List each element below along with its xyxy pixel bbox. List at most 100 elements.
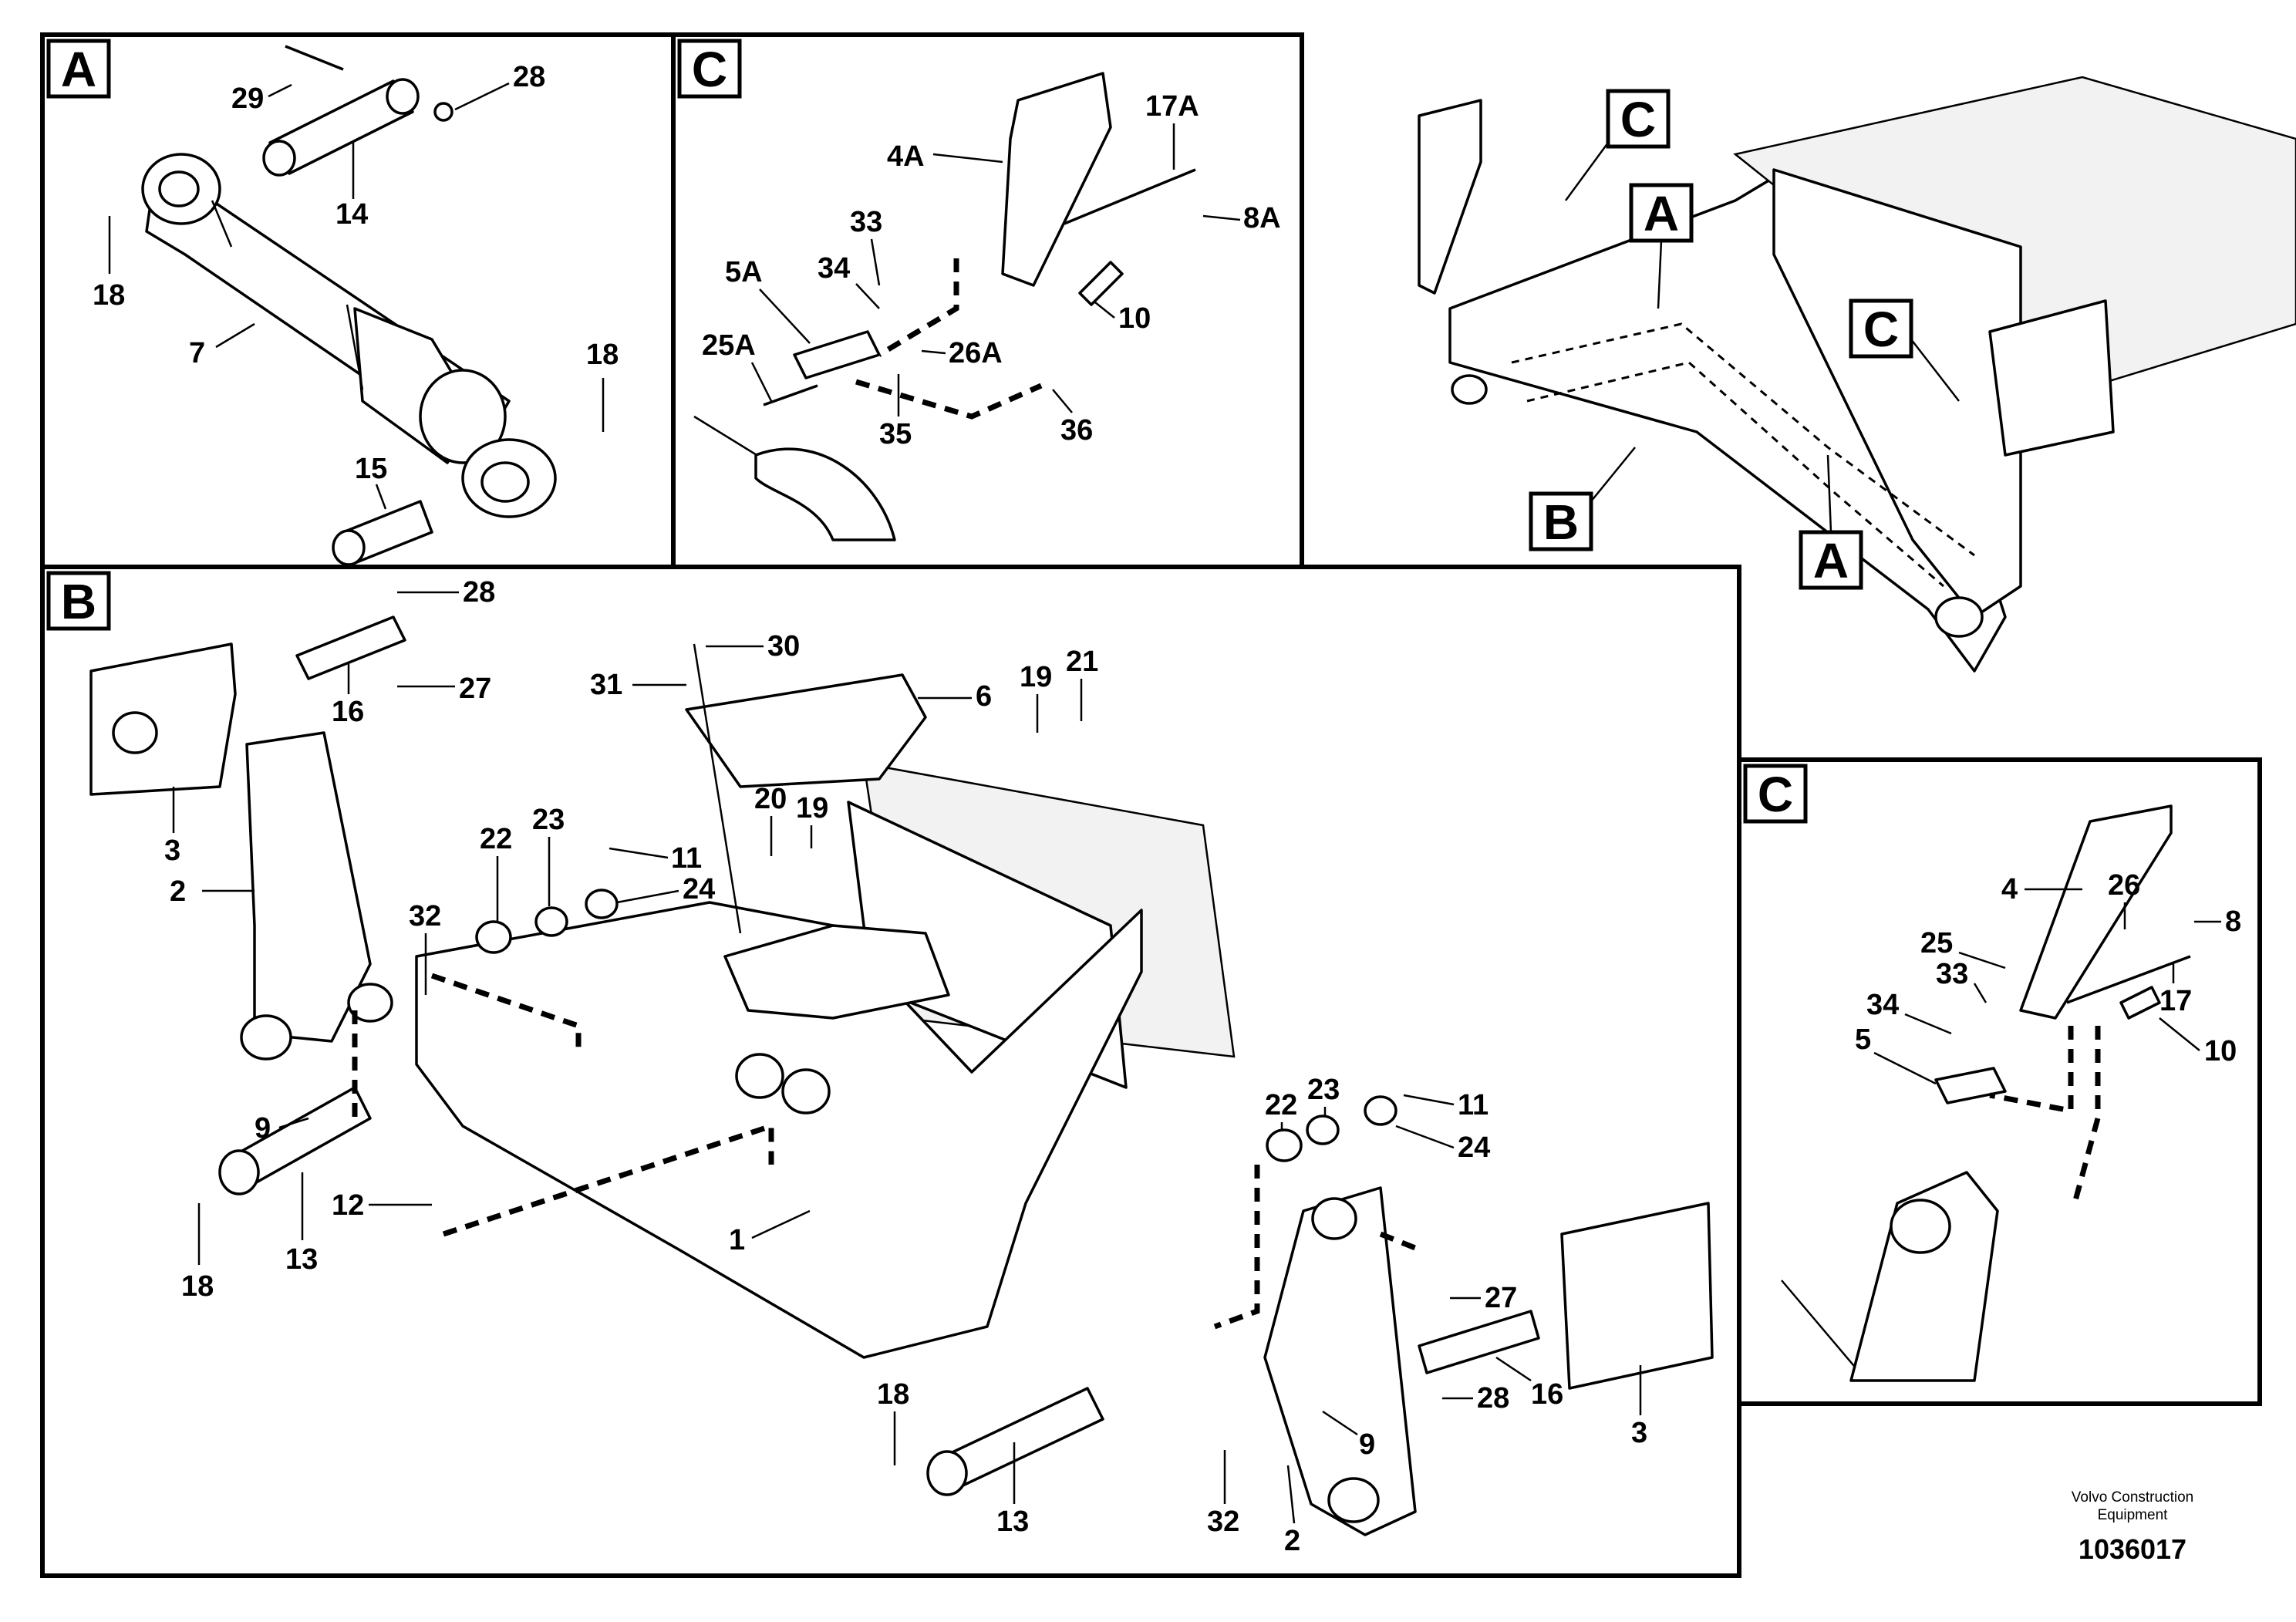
pin-16-left bbox=[295, 615, 406, 680]
link-2-right bbox=[1263, 1186, 1417, 1536]
overview-badge-a-1: A bbox=[1629, 183, 1694, 243]
callout-13-left: 13 bbox=[285, 1243, 318, 1276]
svg-text:B: B bbox=[61, 574, 96, 629]
callout-34: 34 bbox=[818, 252, 850, 285]
callout-9-left: 9 bbox=[255, 1112, 271, 1145]
block-5 bbox=[1934, 1067, 2007, 1104]
bracket-4a bbox=[1001, 72, 1112, 287]
callout-2-left: 2 bbox=[170, 875, 186, 908]
panel-c-top: C 17A 4A 8A 33 34 5A 10 25A 26A bbox=[671, 32, 1304, 569]
rod-17a bbox=[1064, 168, 1196, 225]
callout-4: 4 bbox=[2001, 873, 2018, 905]
callout-23-right: 23 bbox=[1307, 1074, 1340, 1106]
overview-badge-b: B bbox=[1529, 491, 1593, 551]
callout-5a: 5A bbox=[725, 256, 763, 288]
callout-31: 31 bbox=[590, 669, 622, 701]
callout-25: 25 bbox=[1920, 927, 1953, 959]
callout-8a: 8A bbox=[1243, 202, 1281, 234]
hydraulic-cylinder bbox=[141, 153, 557, 518]
callout-12: 12 bbox=[332, 1189, 364, 1222]
callout-8: 8 bbox=[2225, 905, 2241, 938]
pin-16-right bbox=[1418, 1310, 1540, 1374]
callout-16-left: 16 bbox=[332, 696, 364, 728]
callout-19-mid: 19 bbox=[796, 792, 828, 824]
callout-33: 33 bbox=[850, 206, 882, 238]
callout-18-top: 18 bbox=[93, 279, 125, 312]
callout-28-bottom: 28 bbox=[1477, 1382, 1509, 1415]
svg-text:A: A bbox=[1813, 533, 1849, 588]
panel-b: B bbox=[40, 565, 1741, 1578]
callout-26a: 26A bbox=[949, 337, 1003, 369]
spring-10 bbox=[1078, 261, 1124, 306]
callout-29: 29 bbox=[231, 83, 264, 115]
panel-c-top-badge: C bbox=[677, 39, 742, 99]
svg-text:C: C bbox=[1863, 302, 1899, 357]
svg-text:C: C bbox=[692, 42, 727, 97]
footer: Volvo Construction Equipment 1036017 bbox=[2005, 1489, 2260, 1566]
spring-10 bbox=[2119, 986, 2161, 1020]
pin-15 bbox=[332, 500, 433, 566]
callout-28: 28 bbox=[513, 61, 545, 93]
svg-text:C: C bbox=[1620, 92, 1656, 147]
manufacturer-line-1: Volvo Construction bbox=[2071, 1489, 2194, 1506]
callout-14: 14 bbox=[335, 198, 368, 231]
callout-17a: 17A bbox=[1145, 90, 1199, 123]
callout-22-right: 22 bbox=[1265, 1089, 1297, 1121]
callout-3-left: 3 bbox=[164, 835, 180, 867]
callout-25a: 25A bbox=[702, 329, 756, 362]
callout-13-right: 13 bbox=[996, 1506, 1029, 1538]
callout-21: 21 bbox=[1066, 646, 1098, 678]
callout-32-left: 32 bbox=[409, 900, 441, 932]
callout-6: 6 bbox=[976, 680, 992, 713]
callout-3-right: 3 bbox=[1631, 1417, 1647, 1449]
callout-10: 10 bbox=[1118, 302, 1151, 335]
callout-34: 34 bbox=[1866, 989, 1899, 1021]
callout-23-left: 23 bbox=[532, 804, 565, 836]
callout-36: 36 bbox=[1060, 414, 1093, 447]
callout-19-top: 19 bbox=[1020, 661, 1052, 693]
manufacturer-line-2: Equipment bbox=[2097, 1507, 2168, 1523]
callout-17: 17 bbox=[2159, 985, 2192, 1017]
svg-text:A: A bbox=[61, 42, 96, 97]
callout-27-top: 27 bbox=[459, 673, 491, 705]
callout-2-right: 2 bbox=[1284, 1525, 1300, 1557]
overview-badge-c-1: C bbox=[1606, 89, 1671, 149]
rod-17 bbox=[2066, 955, 2191, 1004]
callout-24-right: 24 bbox=[1458, 1131, 1490, 1164]
callout-28-top: 28 bbox=[463, 576, 495, 609]
panel-a: A 29 28 14 bbox=[40, 32, 676, 569]
callout-18-right: 18 bbox=[877, 1378, 909, 1411]
callout-11-right: 11 bbox=[1458, 1089, 1489, 1121]
overview-badge-a-2: A bbox=[1799, 530, 1863, 590]
callout-30: 30 bbox=[767, 630, 800, 663]
callout-15: 15 bbox=[355, 453, 387, 485]
pin-14 bbox=[262, 78, 420, 177]
overview-assembly: C A C B A bbox=[1418, 76, 2296, 673]
callout-16-right: 16 bbox=[1531, 1378, 1563, 1411]
callout-33: 33 bbox=[1936, 958, 1968, 990]
callout-18-bottom: 18 bbox=[586, 339, 619, 371]
link-2-left bbox=[245, 731, 372, 1043]
callout-24-left: 24 bbox=[683, 873, 715, 905]
bolt-25a bbox=[763, 384, 818, 406]
panel-c-right: C 4 26 8 25 33 17 34 5 10 bbox=[1737, 757, 2262, 1406]
callout-26: 26 bbox=[2108, 869, 2140, 902]
callout-27-right: 27 bbox=[1485, 1282, 1517, 1314]
callout-1: 1 bbox=[729, 1224, 745, 1256]
overview-badge-c-2: C bbox=[1849, 298, 1913, 359]
bracket-3-right bbox=[1560, 1202, 1714, 1390]
panel-c-right-badge: C bbox=[1743, 764, 1808, 824]
panel-b-badge: B bbox=[46, 571, 111, 631]
callout-11-left: 11 bbox=[671, 842, 702, 875]
bolt-29 bbox=[285, 45, 344, 71]
callout-7: 7 bbox=[189, 337, 205, 369]
bracket-4 bbox=[2019, 804, 2173, 1020]
svg-text:B: B bbox=[1543, 494, 1579, 550]
cover-plate-6 bbox=[685, 673, 927, 788]
callout-9-right: 9 bbox=[1359, 1428, 1375, 1461]
callout-18-left: 18 bbox=[181, 1270, 214, 1303]
callout-5: 5 bbox=[1855, 1023, 1871, 1056]
callout-32-right: 32 bbox=[1207, 1506, 1239, 1538]
callout-10-right: 10 bbox=[2204, 1035, 2237, 1067]
